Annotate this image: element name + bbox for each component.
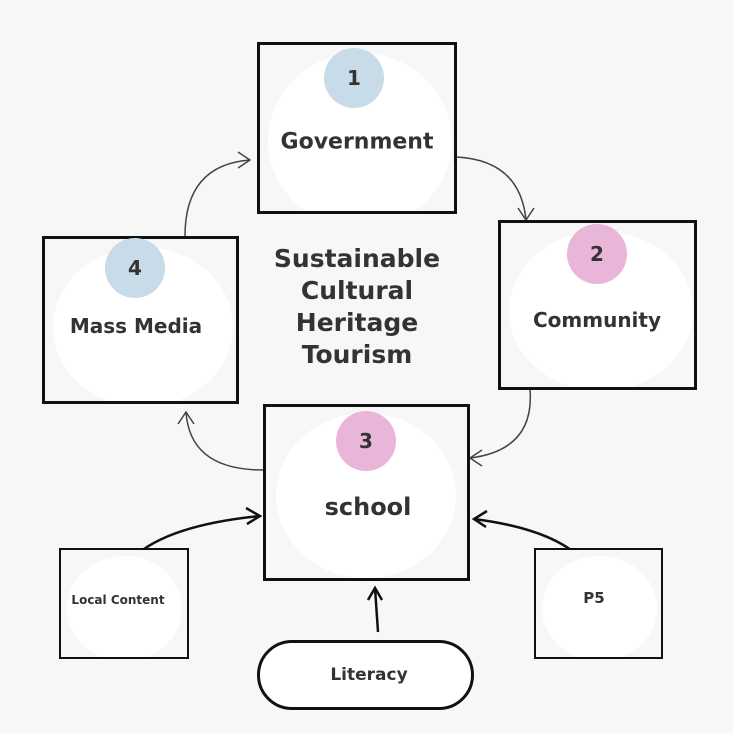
- p5-label: P5: [583, 589, 605, 607]
- government-box[interactable]: [257, 42, 457, 214]
- local-content-label: Local Content: [71, 593, 165, 607]
- mass-media-label: Mass Media: [69, 314, 203, 338]
- local-content-box[interactable]: [59, 548, 189, 659]
- p5-box[interactable]: [534, 548, 663, 659]
- arrow-community-to-school: [468, 388, 532, 467]
- community-label: Community: [532, 308, 662, 332]
- diagram-title: Sustainable Cultural Heritage Tourism: [274, 243, 440, 371]
- title-line: Cultural: [300, 276, 414, 305]
- badge-3: 3: [336, 411, 396, 471]
- school-label: school: [324, 493, 412, 521]
- title-line: Tourism: [301, 340, 413, 369]
- badge-4: 4: [105, 238, 165, 298]
- literacy-label: Literacy: [330, 665, 408, 685]
- arrow-massmedia-to-government: [184, 151, 252, 237]
- government-label: Government: [280, 129, 434, 155]
- arrow-school-to-massmedia: [177, 410, 264, 471]
- arrow-government-to-community: [455, 156, 535, 222]
- literacy-pill[interactable]: [257, 640, 474, 710]
- title-line: Sustainable: [273, 244, 441, 273]
- badge-1: 1: [324, 48, 384, 108]
- mass-media-box[interactable]: [42, 236, 239, 404]
- arrow-literacy-to-school: [366, 585, 384, 633]
- title-line: Heritage: [295, 308, 419, 337]
- badge-2: 2: [567, 224, 627, 284]
